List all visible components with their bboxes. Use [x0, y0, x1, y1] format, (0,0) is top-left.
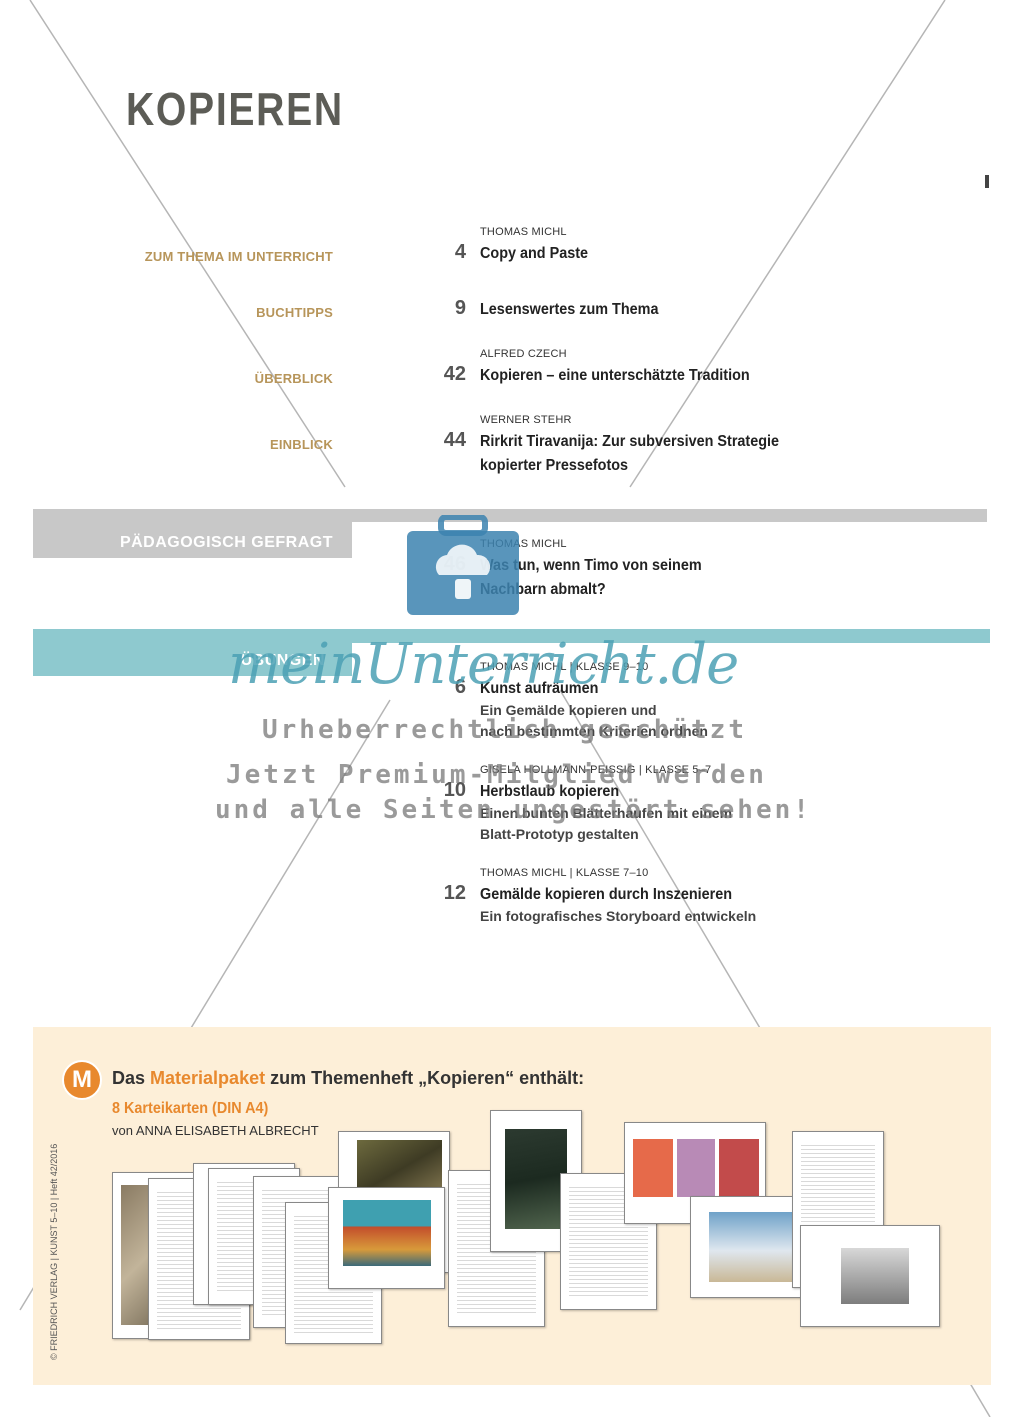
watermark-line: und alle Seiten ungestört sehen!	[215, 795, 812, 825]
toc-article-subtitle: Einen bunten Blätterhaufen mit einem	[480, 805, 733, 821]
watermark-line: Urheberrechtlich geschützt	[262, 715, 747, 745]
toc-page-number: 6	[454, 676, 466, 698]
section-label-zum-thema: ZUM THEMA IM UNTERRICHT	[144, 249, 333, 264]
watermark-line: Jetzt Premium-Mitglied werden	[226, 760, 767, 790]
watermark-logo: meinUnterricht.de	[228, 632, 739, 697]
toc-article-title[interactable]: Copy and Paste	[480, 245, 589, 262]
section-label-uebungen: ÜBUNGEN	[240, 652, 325, 669]
toc-article-title[interactable]: Gemälde kopieren durch Inszenieren	[480, 886, 733, 903]
toc-article-title[interactable]: Lesenswertes zum Thema	[480, 301, 659, 318]
toc-page-number: 42	[443, 363, 466, 385]
promo-byline: von ANNA ELISABETH ALBRECHT	[112, 1123, 319, 1138]
toc-author: GISELA HOLLMANN-PEISSIG | KLASSE 5–7	[480, 764, 712, 776]
section-label-ueberblick: ÜBERBLICK	[254, 371, 333, 386]
toc-author: THOMAS MICHL | KLASSE 9–10	[480, 661, 649, 673]
toc-article-title[interactable]: Kunst aufräumen	[480, 680, 599, 697]
material-badge-icon: M	[62, 1060, 102, 1100]
toc-article-title[interactable]: Kopieren – eine unterschätzte Tradition	[480, 367, 750, 384]
toc-author: WERNER STEHR	[480, 414, 572, 426]
toc-page-number: 44	[443, 429, 466, 451]
card-thumbnail[interactable]	[328, 1187, 445, 1289]
edge-marker	[985, 175, 989, 188]
toc-page-number: 10	[443, 779, 466, 801]
toc-page-number: 12	[443, 882, 466, 904]
toc-article-subtitle: Blatt-Prototyp gestalten	[480, 826, 639, 842]
section-label-buchtipps: BUCHTIPPS	[256, 305, 333, 320]
page-title: KOPIEREN	[126, 83, 344, 135]
teal-band-tab	[33, 629, 352, 676]
publisher-credit: © FRIEDRICH VERLAG | KUNST 5–10 | Heft 4…	[49, 1143, 59, 1360]
toc-article-title[interactable]: Was tun, wenn Timo von seinem	[480, 557, 702, 574]
toc-author: THOMAS MICHL | KLASSE 7–10	[480, 867, 649, 879]
toc-article-subtitle: Ein fotografisches Storyboard entwickeln	[480, 908, 757, 924]
grey-band-tab	[33, 509, 352, 558]
briefcase-cloud-icon	[407, 515, 519, 615]
toc-author: ALFRED CZECH	[480, 348, 567, 360]
toc-article-title[interactable]: Herbstlaub kopieren	[480, 783, 620, 800]
section-label-einblick: EINBLICK	[270, 437, 333, 452]
section-label-paedagogisch: PÄDAGOGISCH GEFRAGT	[119, 534, 333, 551]
toc-page-number: 4	[454, 241, 466, 263]
toc-article-title[interactable]: Rirkrit Tiravanija: Zur subversiven Stra…	[480, 433, 780, 450]
toc-article-title-cont[interactable]: kopierter Pressefotos	[480, 457, 629, 474]
toc-author: THOMAS MICHL	[480, 226, 567, 238]
toc-article-subtitle: Ein Gemälde kopieren und	[480, 702, 657, 718]
card-thumbnail[interactable]	[800, 1225, 940, 1327]
promo-heading: Das Materialpaket zum Themenheft „Kopier…	[112, 1068, 585, 1088]
toc-page-number: 9	[454, 297, 466, 319]
promo-subtitle: 8 Karteikarten (DIN A4)	[112, 1100, 269, 1117]
toc-article-subtitle: nach bestimmten Kriterien ordnen	[480, 723, 708, 739]
